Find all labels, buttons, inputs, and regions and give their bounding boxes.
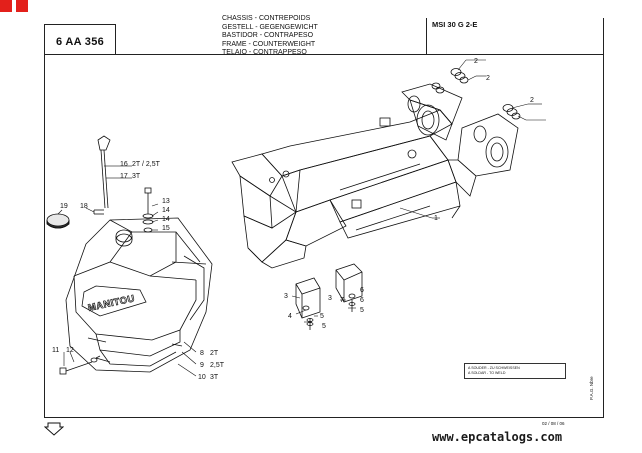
callout-9-spec: 2,5T: [210, 362, 225, 369]
callout-7: 7: [340, 297, 344, 304]
callout-1: 1: [434, 215, 438, 222]
callout-2-right: 2: [530, 97, 534, 104]
corner-mark-right: [16, 0, 28, 12]
page-side-code: P.A.G. Nbre: [589, 376, 594, 400]
callout-13: 13: [162, 198, 170, 205]
title-block: CHASSIS - CONTREPOIDS GESTELL - GEGENGEW…: [222, 15, 318, 58]
reference-box: [44, 24, 116, 54]
corner-mark-left: [0, 0, 12, 12]
nut-washer-set-upper: [450, 68, 469, 84]
lifting-eye-bolt: [97, 135, 111, 209]
title-en: FRAME - COUNTERWEIGHT: [222, 40, 316, 48]
callout-19: 19: [60, 203, 68, 210]
nut-washer-set-right: [502, 104, 521, 120]
website-url[interactable]: www.epcatalogs.com: [432, 430, 563, 444]
callout-18: 18: [80, 203, 88, 210]
title-es: BASTIDOR - CONTRAPESO: [222, 32, 314, 40]
callout-10: 10: [198, 374, 206, 381]
drawing-frame: [44, 54, 604, 418]
nut-washer-set-mid: [431, 82, 445, 94]
callout-12: 12: [66, 347, 74, 354]
callout-5-right: 5: [360, 307, 364, 314]
callout-2-mid: 2: [486, 75, 490, 82]
callout-14-lower: 14: [162, 216, 170, 223]
bolt-18: [93, 209, 104, 215]
model-box: [426, 18, 604, 54]
callout-16: 16: [120, 161, 128, 168]
callout-3-right: 3: [328, 295, 332, 302]
mounting-bracket-right: [335, 263, 363, 312]
callout-16-spec: 2T / 2,5T: [132, 161, 161, 168]
leader-lines-chassis: [399, 59, 546, 219]
brand-logo: MANITOU: [87, 293, 136, 314]
callout-17-spec: 3T: [132, 173, 141, 180]
callout-8: 8: [200, 350, 204, 357]
model-name: MSI 30 G 2-E: [432, 20, 478, 29]
title-it: TELAIO - CONTRAPPESO: [222, 49, 307, 57]
weld-legend: A SOUDER - ZU SCHWEISSEN A SOLDAR - TO W…: [464, 363, 566, 379]
callout-5-left: 5: [320, 313, 324, 320]
reference-number: 6 AA 356: [56, 36, 105, 48]
title-de: GESTELL - GEGENGEWICHT: [222, 23, 318, 31]
callout-5-lower: 5: [322, 323, 326, 330]
callout-4: 4: [288, 313, 292, 320]
leader-lines-counterweight: [57, 165, 356, 377]
callout-14-upper: 14: [162, 207, 170, 214]
counterweight: [65, 217, 213, 373]
callout-9: 9: [200, 362, 204, 369]
callout-6-right: 6: [360, 287, 364, 294]
callout-10-spec: 3T: [210, 374, 219, 381]
callout-2-upper: 2: [474, 58, 478, 65]
title-fr: CHASSIS - CONTREPOIDS: [222, 15, 311, 22]
callout-11: 11: [52, 347, 59, 354]
chassis-frame: [231, 83, 519, 269]
callout-3-left: 3: [284, 293, 288, 300]
callout-17: 17: [120, 173, 128, 180]
next-page-arrow-icon[interactable]: [44, 422, 64, 436]
callout-15: 15: [162, 225, 170, 232]
callout-6-lower: 6: [360, 297, 364, 304]
legend-line-1: A SOUDER - ZU SCHWEISSEN: [468, 366, 520, 370]
edition-date: 02 / 08 / 06: [542, 421, 565, 426]
bolt-washer-stack: [142, 187, 154, 233]
legend-line-2: A SOLDAR - TO WELD: [468, 370, 506, 375]
bolt-lower-left: [59, 355, 101, 375]
filler-cap: [46, 213, 70, 229]
callout-8-spec: 2T: [210, 350, 219, 357]
